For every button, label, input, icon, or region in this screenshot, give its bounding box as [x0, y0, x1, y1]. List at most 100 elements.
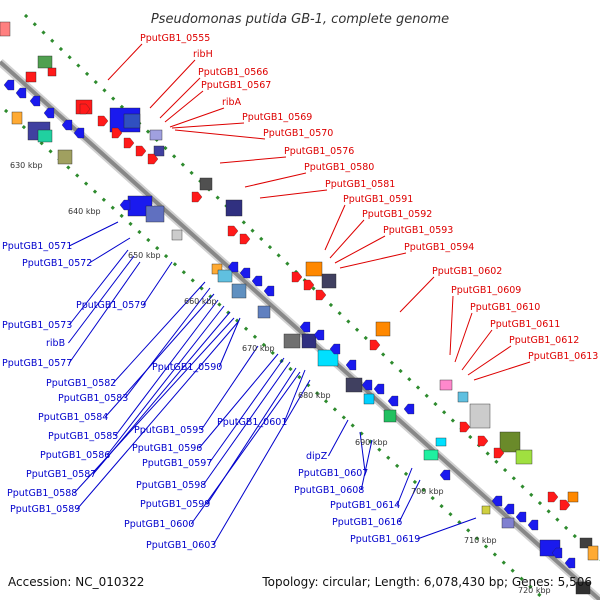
- leader-line: [212, 379, 311, 546]
- reverse-gene-label: PputGB1_0607: [298, 468, 368, 479]
- gc-dots-outer: [23, 13, 600, 562]
- leader-line: [112, 281, 206, 384]
- gene-block: [383, 409, 397, 423]
- reverse-gene-label: PputGB1_0596: [132, 443, 202, 454]
- reverse-gene-arrow: [329, 343, 341, 355]
- tick-label: 630 kbp: [10, 161, 43, 170]
- gene-block: [457, 391, 469, 403]
- reverse-gene-arrow: [119, 199, 131, 211]
- forward-gene-label: PputGB1_0613: [528, 351, 598, 362]
- reverse-gene-label: PputGB1_0572: [22, 258, 92, 269]
- reverse-gene-arrow: [227, 261, 239, 273]
- gene-block: [469, 403, 491, 429]
- forward-gene-label: PputGB1_0576: [284, 146, 354, 157]
- reverse-gene-label: PputGB1_0599: [140, 499, 210, 510]
- leader-line: [159, 77, 201, 119]
- gene-block: [375, 321, 391, 337]
- reverse-gene-arrow: [43, 107, 55, 119]
- leader-line: [417, 517, 477, 540]
- reverse-gene-arrow: [73, 127, 85, 139]
- reverse-gene-label: PputGB1_0584: [38, 412, 108, 423]
- reverse-gene-label: PputGB1_0598: [136, 480, 206, 491]
- reverse-gene-arrow: [3, 79, 15, 91]
- reverse-gene-arrow: [527, 519, 539, 531]
- forward-gene-label: PputGB1_0567: [201, 80, 271, 91]
- reverse-gene-label: PputGB1_0588: [7, 488, 77, 499]
- gene-block: [567, 491, 579, 503]
- gene-block: [363, 393, 375, 405]
- forward-gene-label: PputGB1_0555: [140, 33, 210, 44]
- forward-gene-arrow: [97, 115, 109, 127]
- leader-lines: [68, 43, 531, 546]
- reverse-gene-arrow: [239, 267, 251, 279]
- gene-block: [57, 149, 73, 165]
- gene-block: [225, 199, 243, 217]
- tick-label: 710 kbp: [464, 536, 497, 545]
- leader-line: [467, 345, 512, 376]
- reverse-gene-label: PputGB1_0573: [2, 320, 72, 331]
- reverse-gene-label: PputGB1_0585: [48, 431, 118, 442]
- forward-gene-label: PputGB1_0609: [451, 285, 521, 296]
- reverse-gene-arrow: [313, 329, 325, 341]
- reverse-gene-label: PputGB1_0583: [58, 393, 128, 404]
- gene-block: [283, 333, 301, 349]
- forward-gene-arrow: [303, 279, 315, 291]
- leader-line: [208, 357, 285, 464]
- leader-line: [68, 255, 135, 344]
- reverse-gene-label: ribB: [46, 338, 65, 349]
- gene-block: [37, 55, 53, 69]
- gene-block: [25, 71, 37, 83]
- reverse-gene-arrow: [15, 87, 27, 99]
- leader-line: [171, 122, 245, 129]
- forward-gene-arrow: [547, 491, 559, 503]
- reverse-gene-label: PputGB1_0619: [350, 534, 420, 545]
- leader-line: [149, 59, 196, 109]
- reverse-gene-arrow: [439, 469, 451, 481]
- leader-line: [73, 317, 235, 494]
- gene-block: [149, 129, 163, 141]
- forward-gene-arrow: [459, 421, 471, 433]
- leader-line: [114, 299, 219, 437]
- leader-line: [399, 276, 435, 313]
- reverse-gene-arrow: [515, 511, 527, 523]
- leader-line: [359, 431, 366, 474]
- forward-gene-arrow: [239, 233, 251, 245]
- gc-track: [3, 13, 600, 600]
- gene-block: [123, 113, 141, 129]
- reverse-gene-arrow: [403, 403, 415, 415]
- reverse-gene-label: PputGB1_0582: [46, 378, 116, 389]
- leader-line: [68, 249, 129, 326]
- gene-block: [11, 111, 23, 125]
- forward-gene-label: PputGB1_0593: [383, 225, 453, 236]
- forward-gene-arrow: [111, 127, 123, 139]
- leader-line: [107, 43, 143, 81]
- gene-block: [37, 129, 53, 143]
- leader-line: [200, 345, 259, 431]
- leader-line: [68, 261, 141, 364]
- leader-line: [68, 221, 119, 247]
- forward-gene-label: PputGB1_0612: [509, 335, 579, 346]
- tick-label: 670 kbp: [242, 344, 275, 353]
- forward-gene-label: ribA: [222, 97, 242, 108]
- gene-block: [217, 269, 233, 283]
- forward-gene-arrow: [369, 339, 381, 351]
- reverse-gene-arrow: [345, 359, 357, 371]
- leader-line: [329, 219, 365, 259]
- forward-gene-arrow: [291, 271, 303, 283]
- gene-block: [0, 21, 11, 37]
- gene-block: [501, 517, 515, 529]
- reverse-gene-label: PputGB1_0579: [76, 300, 146, 311]
- gc-dots-inner: [3, 108, 547, 600]
- accession-text: Accession: NC_010322: [8, 575, 144, 589]
- forward-gene-label: ribH: [193, 49, 213, 60]
- forward-gene-arrow: [123, 137, 135, 149]
- reverse-gene-label: PputGB1_0603: [146, 540, 216, 551]
- reverse-gene-label: PputGB1_0590: [152, 362, 222, 373]
- gene-block: [481, 505, 491, 515]
- gene-block: [199, 177, 213, 191]
- reverse-gene-label: PputGB1_0614: [330, 500, 400, 511]
- gene-block: [171, 229, 183, 241]
- forward-gene-arrow: [191, 191, 203, 203]
